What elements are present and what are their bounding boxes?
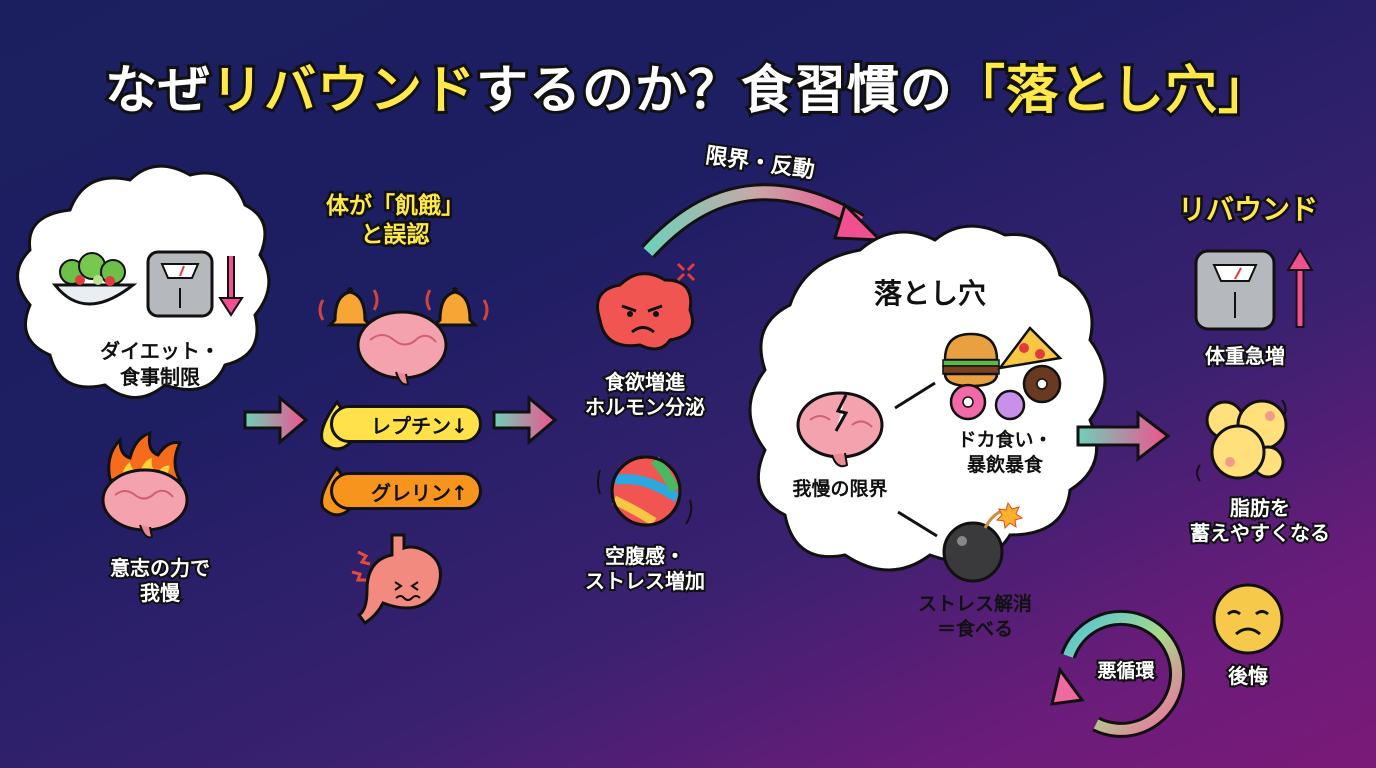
leptin-pill: レプチン↓ xyxy=(330,405,482,443)
upset-stomach-icon xyxy=(351,533,442,626)
regret-label: 後悔 xyxy=(1226,662,1270,690)
junk-food-icon xyxy=(942,326,1063,421)
willpower-label: 意志の力で 我慢 xyxy=(108,554,212,607)
weight-gain-label: 体重急増 xyxy=(1203,342,1287,370)
starvation-heading: 体が「飢餓」 と誤認 xyxy=(324,191,467,251)
limit-rebound-arc xyxy=(641,183,884,259)
connector-line xyxy=(897,510,938,538)
title-part-pitfall: 「落とし穴」 xyxy=(950,58,1273,124)
pitfall-heading: 落とし穴 xyxy=(873,277,986,310)
leptin-label: レプチン↓ xyxy=(371,413,468,438)
ghrelin-label: グレリン↑ xyxy=(371,480,468,505)
fat-cells-icon xyxy=(1196,399,1288,482)
bomb-icon xyxy=(942,501,1024,583)
burning-brain-icon xyxy=(101,430,189,539)
scale-arrow-up-icon xyxy=(1194,248,1314,331)
title-part-rebound: リバウンド xyxy=(208,58,478,124)
title-part-why: なぜ xyxy=(102,58,213,124)
diet-label: ダイエット・ 食事制限 xyxy=(100,339,220,389)
rebound-heading: リバウンド xyxy=(1175,191,1320,229)
vicious-cycle-icon xyxy=(1050,609,1185,738)
hunger-stress-label: 空腹感・ ストレス増加 xyxy=(583,542,707,595)
page-title: なぜリバウンドするのか？食習慣の「落とし穴」 xyxy=(0,48,1376,124)
angry-brain-icon xyxy=(596,262,696,351)
pitfall-cloud xyxy=(748,224,1107,572)
broken-brain-icon xyxy=(796,391,884,468)
bathroom-scale-icon xyxy=(146,250,214,318)
ghrelin-pill: グレリン↑ xyxy=(330,472,482,510)
sad-face-icon xyxy=(1212,583,1284,655)
binge-eating-label: ドカ食い・ 暴飲暴食 xyxy=(957,429,1053,476)
fat-storage-label: 脂肪を 蓄えやすくなる xyxy=(1188,494,1332,547)
appetite-hormone-label: 食欲増進 ホルモン分泌 xyxy=(583,368,707,421)
arrow-step2-to-3 xyxy=(492,394,558,446)
arrow-down-icon xyxy=(218,256,244,317)
diet-cloud xyxy=(16,164,271,399)
stress-eating-label: ストレス解消 ＝食べる xyxy=(917,593,1032,640)
alarm-bells-brain-icon xyxy=(318,287,489,386)
endurance-limit-label: 我慢の限界 xyxy=(792,478,888,500)
arrow-step1-to-2 xyxy=(243,394,309,446)
vicious-cycle-label: 悪循環 xyxy=(1095,658,1156,684)
salad-bowl-icon xyxy=(51,252,138,306)
connector-line xyxy=(894,381,936,410)
arrow-pitfall-to-rebound xyxy=(1076,409,1171,463)
bouncing-ball-icon xyxy=(597,455,693,527)
title-part-question: するのか？食習慣の xyxy=(473,58,955,124)
